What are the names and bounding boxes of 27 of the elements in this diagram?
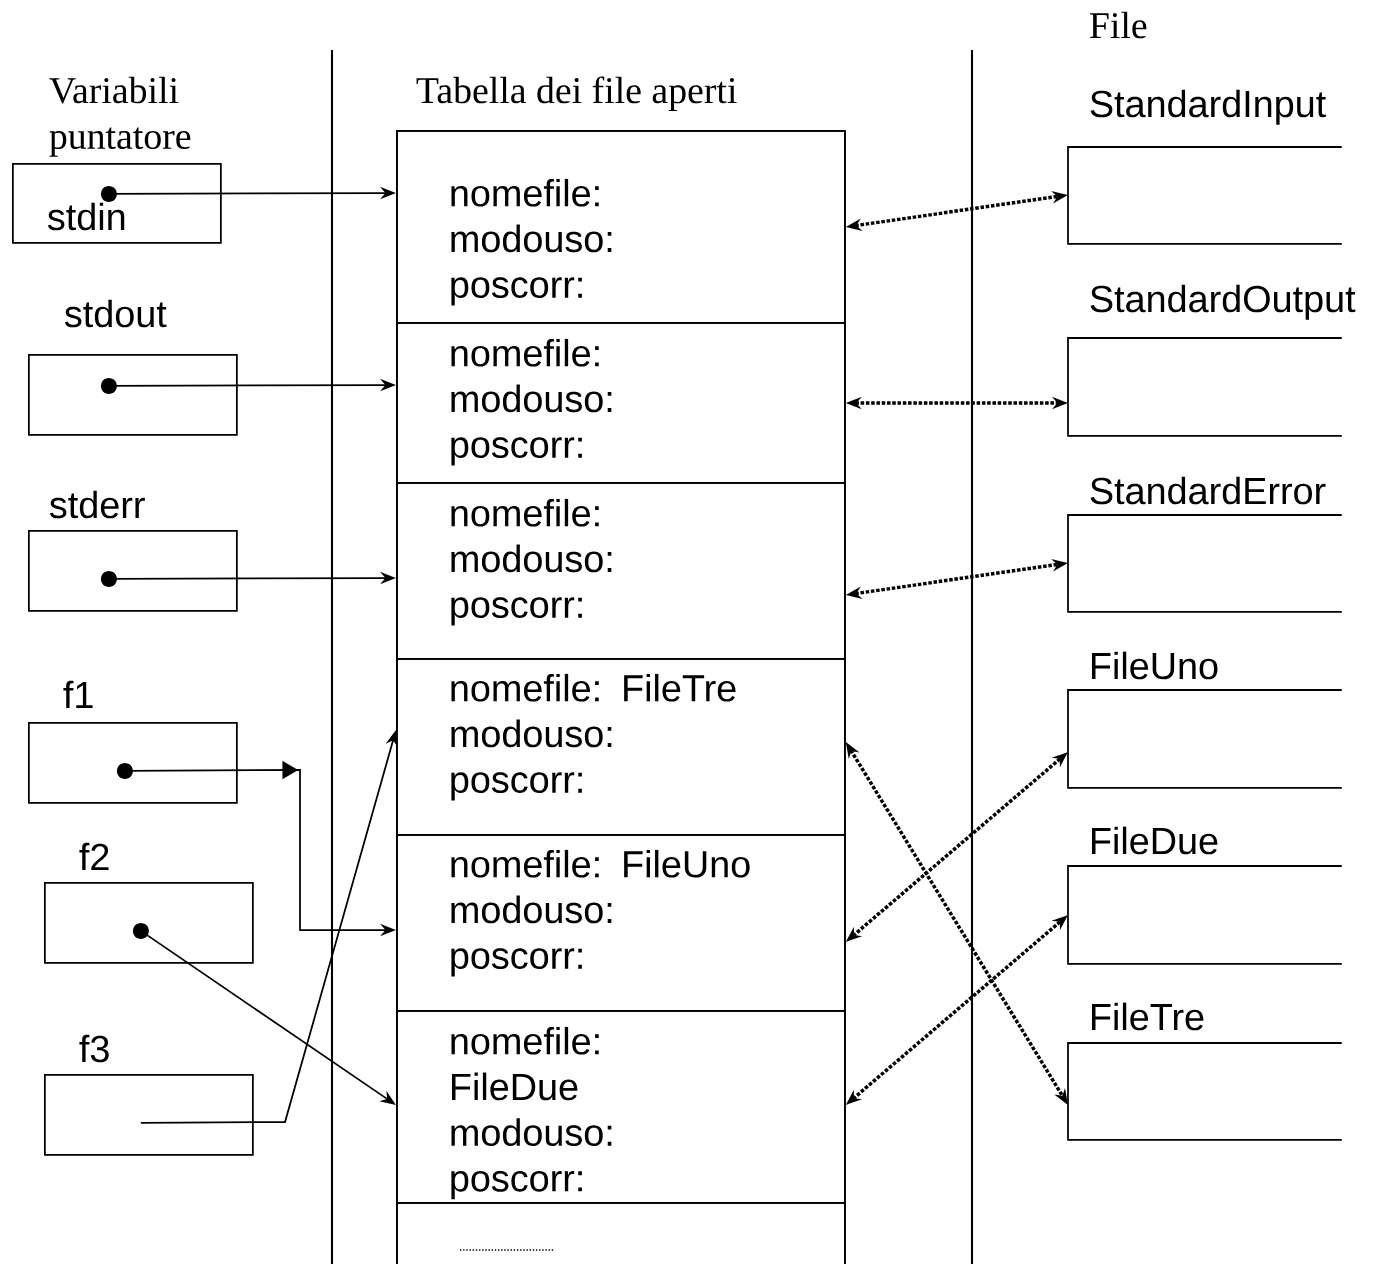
column-heading: File [1089,11,1147,39]
file-box: StandardInput [1067,89,1343,245]
table-row: nomefile: FileDue modouso: poscorr: [396,1010,846,1204]
table-row: nomefile: modouso: poscorr: [396,130,846,324]
node-label: stdout [64,299,167,328]
pointer-box: stderr [28,490,238,612]
file-box: StandardOutput [1067,284,1356,437]
table-row: nomefile: modouso: poscorr: [396,482,846,660]
file-box: FileUno [1067,651,1343,789]
table-row: nomefile: FileUno modouso: poscorr: [396,834,846,1012]
table-row: nomefile: FileTre modouso: poscorr: [396,658,846,836]
pointer-box: f1 [28,680,238,804]
column-heading: Variabili puntatore [49,76,191,157]
pointer-box: stdout [28,299,238,436]
node-label: f2 [79,842,109,870]
file-box: FileDue [1067,826,1343,965]
node-label: Tabella dei file aperti [416,76,737,112]
node-label: f1 [63,680,93,708]
node-label: stderr [49,490,145,519]
pointer-box: stdin [12,163,222,244]
pointer-box: f3 [44,1034,254,1156]
table-row [396,1202,846,1264]
table-row: nomefile: modouso: poscorr: [396,322,846,484]
file-box: StandardError [1067,476,1343,613]
file-box: FileTre [1067,1002,1343,1141]
pointer-box: f2 [44,842,254,964]
node-label: f3 [79,1034,109,1063]
